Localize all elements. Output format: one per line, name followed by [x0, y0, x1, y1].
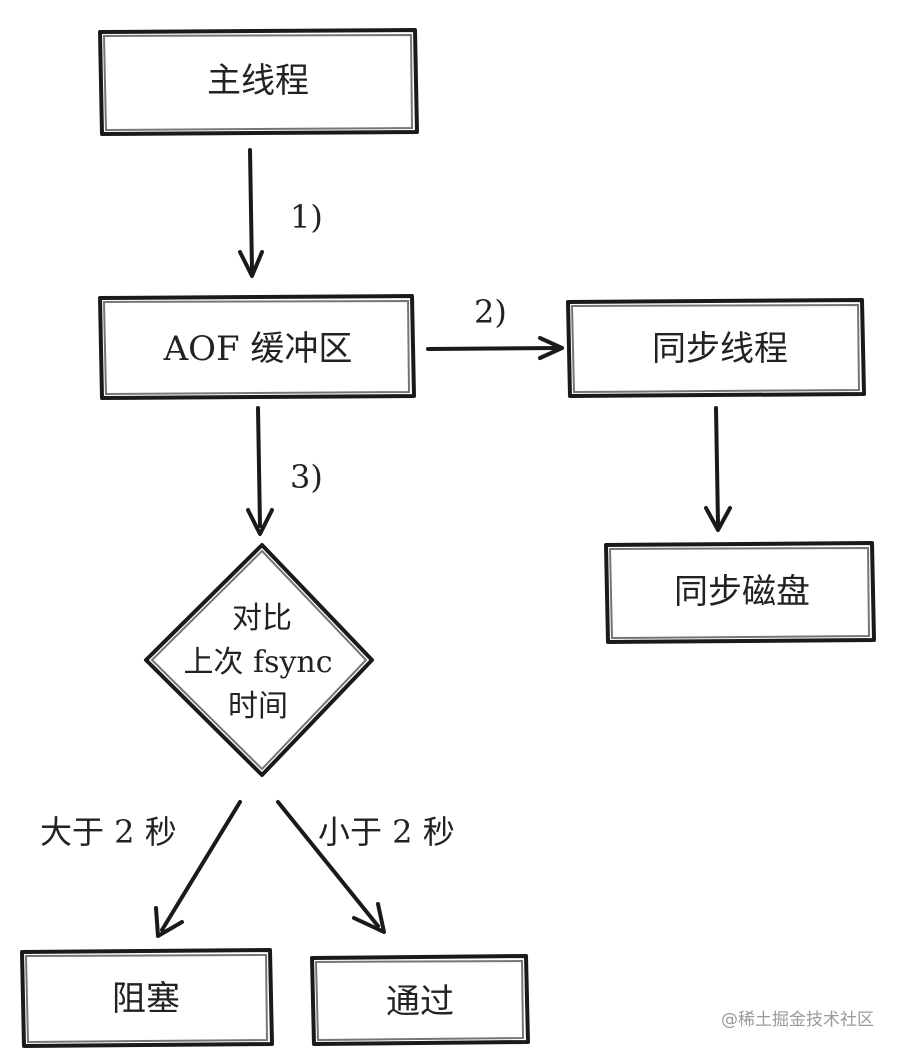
aof-buffer-node: AOF 缓冲区 — [98, 294, 416, 400]
arrow-buffer-to-decision — [246, 406, 274, 536]
arrow-sync-thread-to-disk — [704, 406, 732, 532]
arrow-main-to-buffer — [238, 148, 264, 278]
greater-than-label: 大于 2 秒 — [40, 813, 177, 851]
arrow-decision-to-pass — [276, 800, 386, 934]
main-thread-label: 主线程 — [207, 61, 309, 101]
step-1-label: 1) — [290, 198, 323, 236]
step-3-label: 3) — [290, 458, 323, 496]
aof-buffer-label: AOF 缓冲区 — [163, 329, 353, 369]
sync-disk-label: 同步磁盘 — [674, 572, 810, 612]
less-than-label: 小于 2 秒 — [318, 813, 455, 851]
main-thread-node: 主线程 — [98, 28, 419, 136]
pass-node: 通过 — [310, 954, 530, 1046]
decision-line-1: 对比 — [232, 601, 292, 636]
sync-thread-node: 同步线程 — [566, 298, 866, 398]
sync-thread-label: 同步线程 — [652, 329, 788, 369]
block-label: 阻塞 — [112, 979, 180, 1019]
pass-label: 通过 — [386, 982, 454, 1022]
decision-line-3: 时间 — [228, 689, 288, 724]
sync-disk-node: 同步磁盘 — [604, 541, 876, 644]
block-node: 阻塞 — [20, 948, 274, 1048]
arrow-decision-to-block — [154, 800, 242, 938]
step-2-label: 2) — [474, 293, 507, 331]
decision-node: 对比 上次 fsync 时间 — [144, 543, 374, 777]
decision-line-2: 上次 fsync — [183, 645, 332, 680]
watermark: @稀土掘金技术社区 — [721, 1010, 874, 1030]
arrow-buffer-to-sync-thread — [426, 336, 564, 360]
